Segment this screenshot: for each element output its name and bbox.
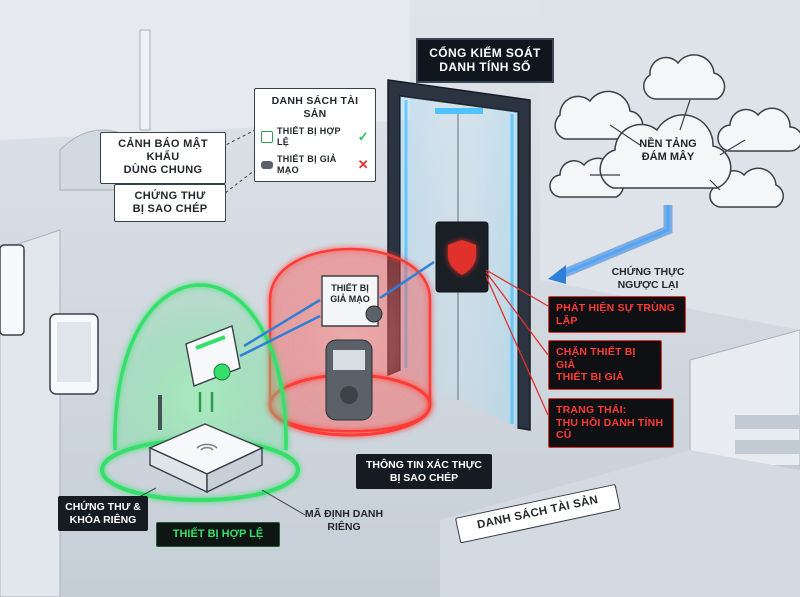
asset-list-item-valid: Thiết bị hợp lệ ✓: [261, 126, 369, 148]
certificate-seal: [213, 363, 231, 381]
copied-credentials-label: Thông tin xác thực bị sao chép: [356, 454, 492, 490]
tablet-icon: [0, 244, 25, 336]
phone-screen: [57, 322, 91, 382]
building-stripe: [735, 415, 800, 429]
asset-list-card: Danh sách tài sản Thiết bị hợp lệ ✓ Thiế…: [254, 88, 376, 183]
alert-rays: [485, 269, 549, 416]
fake-tag-line2: giả mạo: [330, 293, 370, 304]
router-side-right: [206, 446, 263, 494]
unique-id-line2: riêng: [327, 520, 361, 533]
fake-seal-icon: [365, 305, 383, 323]
cloud-platform-label: Nền tảng đám mây: [620, 138, 716, 164]
copy-link-arrow: [243, 298, 321, 348]
unique-id-line1: Mã định danh: [304, 508, 384, 520]
cloud-label-line1: Nền tảng: [639, 138, 697, 150]
alert-line1: Phát hiện sự trùng lặp: [556, 302, 676, 327]
cloud-node: [717, 107, 800, 152]
floor-platform: [440, 450, 800, 597]
fake-device-screen: [333, 350, 365, 370]
cert-key-line1: Chứng thư &: [65, 501, 141, 513]
cloud-network: [549, 54, 800, 208]
alert-line2: thu hồi danh tính cũ: [556, 416, 664, 442]
device-icon: [261, 160, 273, 169]
shield-icon: [448, 240, 476, 275]
alert-line1: Chặn thiết bị giả: [556, 346, 636, 371]
alert-block-fake: Chặn thiết bị giả thiết bị giả: [548, 340, 662, 390]
cross-icon: ✕: [357, 156, 369, 172]
asset-list-title: Danh sách tài sản: [271, 95, 359, 120]
certificate-band: [195, 335, 226, 350]
fake-device-dial: [340, 386, 358, 404]
password-warning-label: Cảnh báo mật khẩu dùng chung: [100, 132, 226, 184]
alert-duplicate-detected: Phát hiện sự trùng lặp: [548, 296, 686, 334]
copied-credentials-line1: Thông tin xác thực: [365, 459, 483, 471]
arrow-to-gate: [548, 265, 566, 284]
gate-title: Cổng kiểm soát danh tính số: [416, 38, 554, 83]
check-icon: ✓: [357, 129, 369, 145]
unique-id-label: Mã định danh riêng: [296, 508, 392, 533]
copied-certificate-line1: Chứng thư: [134, 190, 206, 202]
copied-credentials-line2: bị sao chép: [389, 471, 459, 484]
asset-item-label: Thiết bị hợp lệ: [277, 126, 341, 147]
fake-device-tag: Thiết bị giả mạo: [322, 283, 378, 305]
alert-line1: Trạng thái:: [556, 404, 627, 416]
tag-gate-arrow: [379, 260, 435, 300]
alert-revoke-status: Trạng thái: thu hồi danh tính cũ: [548, 398, 674, 448]
checkbox-icon: [261, 130, 273, 143]
fake-tag-card: [321, 275, 379, 327]
password-warning-line1: Cảnh báo mật khẩu: [118, 138, 208, 164]
alert-line2: thiết bị giả: [556, 371, 624, 384]
wifi-icon: [196, 443, 218, 451]
reverse-auth-line2: ngược lại: [617, 278, 679, 291]
cert-key-line2: khóa riêng: [69, 513, 137, 526]
asset-list-item-fake: Thiết bị giả mạo ✕: [261, 154, 369, 176]
reverse-auth-line1: Chứng thực: [611, 266, 685, 278]
cloud-label-line2: đám mây: [641, 151, 695, 164]
cloud-links: [590, 99, 746, 191]
wall-post: [139, 29, 151, 131]
copy-link-arrow: [239, 314, 321, 358]
valid-device-label: Thiết bị hợp lệ: [156, 522, 280, 548]
gate-title-line2: danh tính số: [439, 60, 531, 75]
cert-private-key-label: Chứng thư & khóa riêng: [58, 496, 148, 532]
cloud-node: [554, 90, 644, 140]
copied-certificate-label: Chứng thư bị sao chép: [114, 184, 226, 223]
cloud-node: [643, 54, 726, 100]
password-warning-line2: dùng chung: [123, 164, 203, 177]
gate-title-line1: Cổng kiểm soát: [429, 46, 541, 60]
copied-certificate-line2: bị sao chép: [132, 203, 208, 216]
asset-item-label: Thiết bị giả mạo: [277, 153, 337, 175]
cloud-main: [599, 114, 732, 189]
cloud-gate-link-core: [559, 205, 670, 277]
reverse-auth-label: Chứng thực ngược lại: [600, 266, 696, 291]
fake-tag-line1: Thiết bị: [331, 283, 369, 293]
building-stripe: [735, 440, 800, 454]
gate-top-light: [435, 108, 483, 114]
